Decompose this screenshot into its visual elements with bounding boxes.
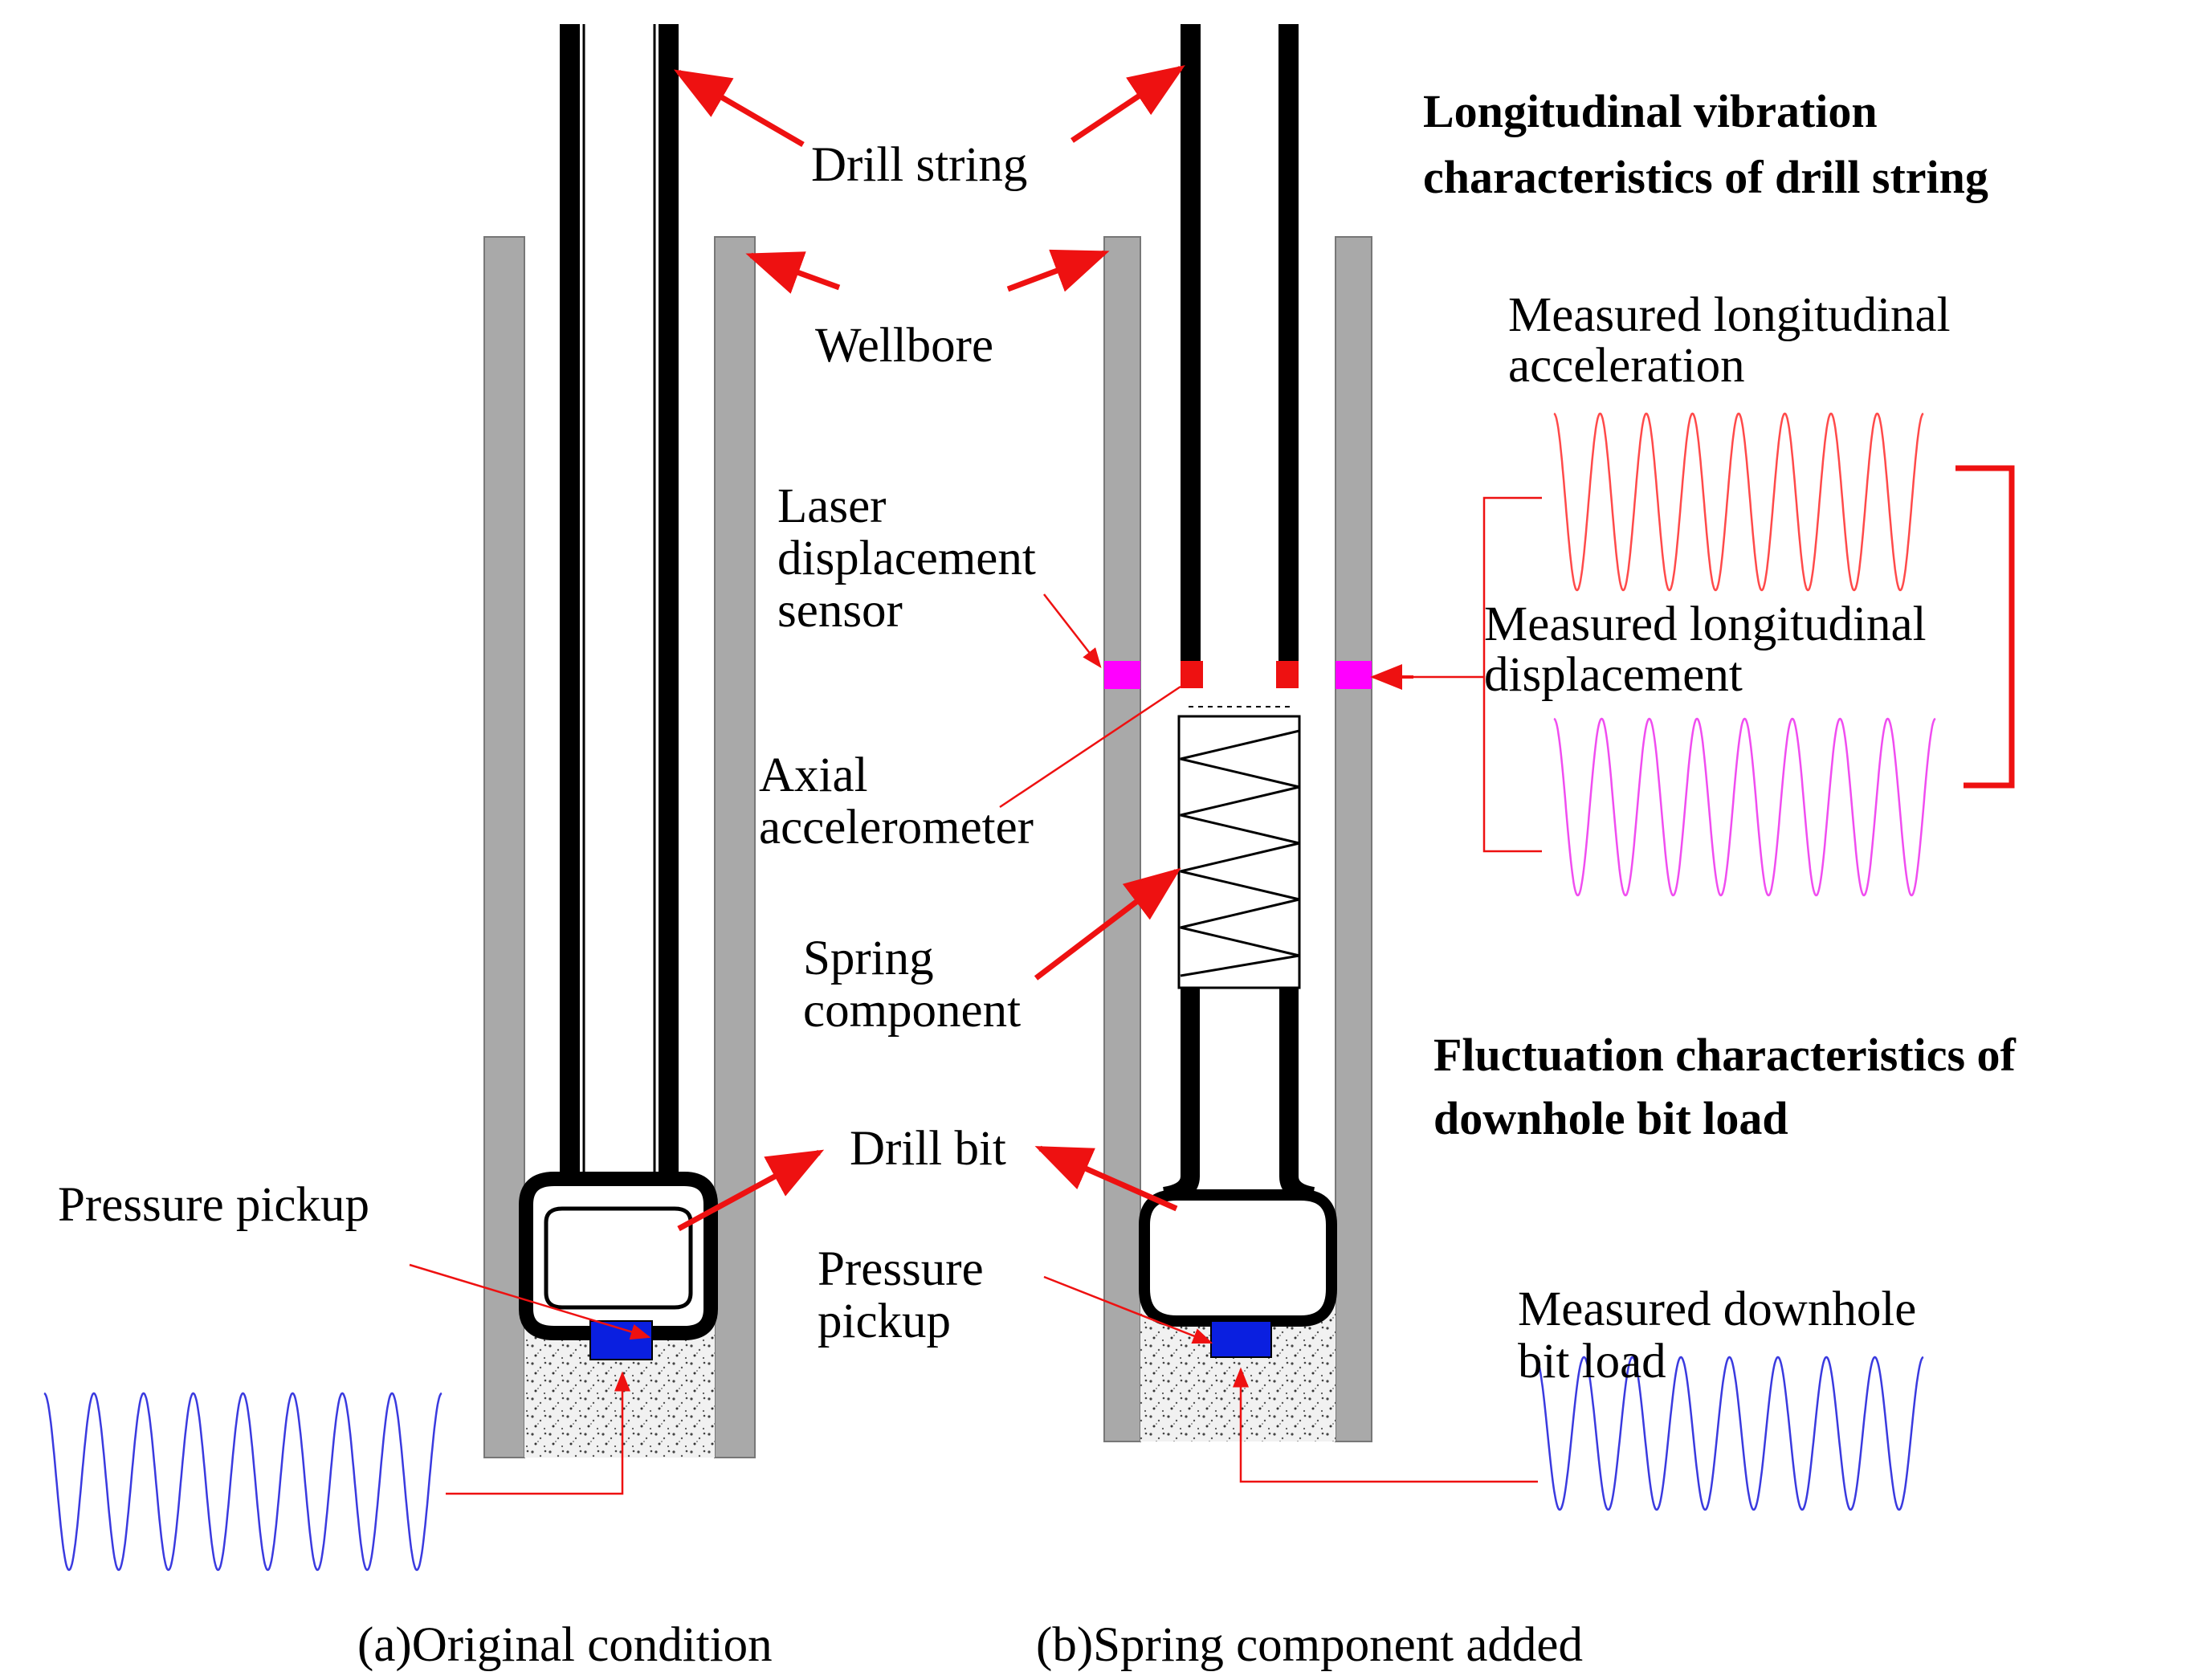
signal-bit-load-1: Measured downhole xyxy=(1518,1282,1916,1336)
panel-a-original xyxy=(483,24,756,1458)
acceleration-waveform xyxy=(1553,412,1924,592)
leader-lines xyxy=(409,496,1542,1495)
drill-bit-body-b xyxy=(1139,1189,1337,1327)
bracket-acceleration xyxy=(1955,465,2015,789)
laser-displacement-sensor-right xyxy=(1336,661,1372,689)
bit-load-waveform-a xyxy=(43,1392,442,1572)
wellbore-wall-right-b xyxy=(1335,236,1372,1442)
label-laser-sensor-1: Laser xyxy=(777,479,886,533)
leader-pressure-a xyxy=(409,1263,651,1340)
drill-pipe-left-wall-lower-b xyxy=(1162,988,1200,1206)
axial-accelerometer-left xyxy=(1181,661,1203,688)
drill-pipe-left-wall-upper-b xyxy=(1181,24,1201,687)
leader-pressure-b xyxy=(1043,1275,1213,1344)
label-drill-string: Drill string xyxy=(811,138,1027,192)
leader-laser-sensor xyxy=(1043,593,1102,668)
drill-pipe-right-wall-a xyxy=(659,24,679,1189)
label-pressure-pickup-a: Pressure pickup xyxy=(58,1178,369,1232)
caption-b: (b)Spring component added xyxy=(1036,1618,1583,1672)
pressure-pickup-b xyxy=(1210,1320,1272,1358)
axial-accelerometer-right xyxy=(1276,661,1299,688)
label-accelerometer-2: accelerometer xyxy=(759,801,1034,854)
drill-pipe-right-wall-upper-b xyxy=(1278,24,1299,687)
spring-coil xyxy=(1180,729,1300,977)
heading-longitudinal-2: characteristics of drill string xyxy=(1423,151,1988,203)
label-spring-1: Spring xyxy=(803,932,934,985)
leader-accelerometer xyxy=(999,685,1181,809)
drill-pipe-left-wall-a xyxy=(560,24,580,1189)
signal-bit-load-2: bit load xyxy=(1518,1335,1666,1388)
drill-pipe-right-wall-lower-b xyxy=(1279,988,1315,1206)
caption-a: (a)Original condition xyxy=(357,1618,773,1672)
signal-displacement-1: Measured longitudinal xyxy=(1484,597,1927,651)
bit-load-waveform-b xyxy=(1535,1356,1924,1511)
wellbore-wall-left-b xyxy=(1103,236,1141,1442)
arrow-drill-string-b xyxy=(1070,65,1185,143)
arrow-wellbore-a xyxy=(745,251,841,294)
wellbore-wall-right-a xyxy=(714,236,756,1458)
leader-signal-b xyxy=(1233,1367,1538,1483)
signal-displacement-2: displacement xyxy=(1484,648,1743,702)
laser-displacement-sensor-left xyxy=(1104,661,1140,689)
label-laser-sensor-3: sensor xyxy=(777,584,903,638)
label-drill-bit: Drill bit xyxy=(850,1122,1006,1176)
pointer-arrows xyxy=(673,65,1413,1232)
signal-acceleration-2: acceleration xyxy=(1508,339,1745,393)
pressure-pickup-a xyxy=(589,1320,653,1360)
heading-longitudinal-1: Longitudinal vibration xyxy=(1423,85,1878,137)
label-wellbore: Wellbore xyxy=(815,319,993,373)
bracket-displacement xyxy=(1482,496,1542,853)
leader-signal-a xyxy=(446,1371,630,1495)
arrow-drill-string-a xyxy=(673,69,805,148)
wellbore-wall-left-a xyxy=(483,236,525,1458)
spring-component-box xyxy=(1177,715,1301,989)
panel-b-spring xyxy=(1103,24,1372,1442)
displacement-waveform xyxy=(1553,717,1936,897)
label-laser-sensor-2: displacement xyxy=(777,532,1036,585)
arrow-drill-bit-b xyxy=(1034,1145,1178,1212)
arrow-wellbore-b xyxy=(1006,249,1110,292)
heading-fluctuation-2: downhole bit load xyxy=(1433,1092,1788,1144)
heading-fluctuation-1: Fluctuation characteristics of xyxy=(1433,1029,2017,1081)
label-spring-2: component xyxy=(803,984,1021,1038)
label-pressure-pickup-b-1: Pressure xyxy=(818,1242,984,1296)
label-accelerometer-1: Axial xyxy=(759,748,868,802)
arrow-drill-bit-a xyxy=(677,1149,825,1232)
label-pressure-pickup-b-2: pickup xyxy=(818,1295,951,1348)
signal-acceleration-1: Measured longitudinal xyxy=(1508,288,1951,342)
arrow-spring xyxy=(1034,867,1181,981)
